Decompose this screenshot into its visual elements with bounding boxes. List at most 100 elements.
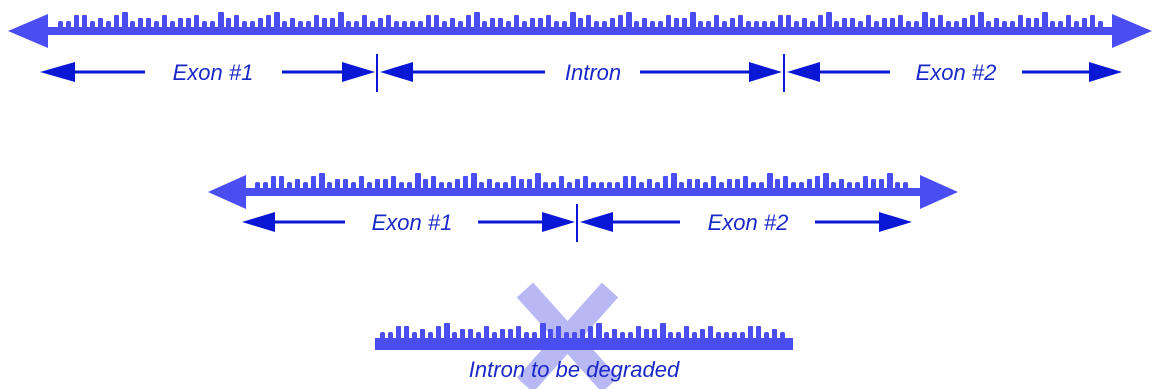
mature-mrna-left-arrowhead xyxy=(208,175,246,209)
base-tick xyxy=(431,176,436,189)
base-tick xyxy=(415,173,421,189)
base-tick xyxy=(786,15,791,28)
base-tick xyxy=(604,332,609,339)
base-tick xyxy=(887,173,893,189)
base-tick xyxy=(618,15,623,28)
exon1-left-arrowhead xyxy=(40,62,75,82)
pre-mrna-region-arrows xyxy=(40,54,1122,92)
base-tick xyxy=(567,182,572,189)
base-tick xyxy=(930,18,935,28)
base-tick xyxy=(882,18,887,28)
base-tick xyxy=(354,21,359,28)
base-tick xyxy=(802,18,807,28)
base-tick xyxy=(527,179,532,189)
base-tick xyxy=(642,18,647,28)
base-tick xyxy=(524,332,529,339)
base-tick xyxy=(1018,15,1023,28)
base-tick xyxy=(1090,15,1095,28)
base-tick xyxy=(970,15,975,28)
base-tick xyxy=(476,332,481,339)
pre-mrna-intron-label: Intron xyxy=(565,60,621,85)
base-tick xyxy=(452,332,457,339)
base-tick xyxy=(794,21,799,28)
base-tick xyxy=(463,176,468,189)
exon2-right-arrowhead xyxy=(1089,62,1122,82)
m-exon2-right-arrowhead xyxy=(879,212,912,232)
base-tick xyxy=(58,21,63,28)
base-tick xyxy=(519,179,524,189)
base-tick xyxy=(522,21,527,28)
base-tick xyxy=(575,179,580,189)
base-tick xyxy=(746,21,751,28)
base-tick xyxy=(612,329,617,339)
base-tick xyxy=(484,326,489,339)
base-tick xyxy=(572,332,577,339)
base-tick xyxy=(426,15,431,28)
base-tick xyxy=(620,332,625,339)
base-tick xyxy=(500,329,505,339)
base-tick xyxy=(628,332,633,339)
base-tick xyxy=(532,332,537,339)
pre-mrna-left-arrowhead xyxy=(8,14,48,48)
base-tick xyxy=(716,332,721,339)
base-tick xyxy=(319,173,325,189)
base-tick xyxy=(676,332,681,339)
exon1-right-arrowhead xyxy=(342,62,375,82)
base-tick xyxy=(666,15,671,28)
base-tick xyxy=(639,182,644,189)
base-tick xyxy=(548,329,553,339)
base-tick xyxy=(351,182,356,189)
pre-mrna-exon2-label: Exon #2 xyxy=(916,60,997,85)
base-tick xyxy=(732,332,737,339)
base-tick xyxy=(818,15,823,28)
base-tick xyxy=(850,18,855,28)
pre-mrna-strand xyxy=(8,12,1152,48)
base-tick xyxy=(842,18,847,28)
base-tick xyxy=(1050,21,1055,28)
base-tick xyxy=(434,15,439,28)
base-tick xyxy=(938,15,943,28)
base-tick xyxy=(652,329,657,339)
base-tick xyxy=(607,182,612,189)
pre-mrna-bases xyxy=(58,12,1103,28)
intron-caption: Intron to be degraded xyxy=(469,357,680,382)
base-tick xyxy=(559,176,564,189)
base-tick xyxy=(650,21,655,28)
base-tick xyxy=(210,21,215,28)
base-tick xyxy=(644,329,649,339)
base-tick xyxy=(564,332,569,339)
base-tick xyxy=(743,176,748,189)
intron-backbone xyxy=(375,338,793,350)
base-tick xyxy=(655,182,660,189)
base-tick xyxy=(551,182,556,189)
base-tick xyxy=(492,332,497,339)
base-tick xyxy=(962,18,967,28)
base-tick xyxy=(738,15,743,28)
base-tick xyxy=(322,18,327,28)
base-tick xyxy=(530,18,535,28)
base-tick xyxy=(756,326,761,339)
base-tick xyxy=(343,179,348,189)
base-tick xyxy=(266,15,271,28)
base-tick xyxy=(298,21,303,28)
base-tick xyxy=(770,21,775,28)
base-tick xyxy=(418,21,423,28)
base-tick xyxy=(410,21,415,28)
base-tick xyxy=(556,326,561,339)
base-tick xyxy=(684,326,689,339)
base-tick xyxy=(596,323,602,339)
base-tick xyxy=(479,182,484,189)
base-tick xyxy=(863,176,868,189)
base-tick xyxy=(274,12,280,28)
intron-right-arrowhead xyxy=(749,62,782,82)
base-tick xyxy=(570,12,576,28)
base-tick xyxy=(386,15,391,28)
base-tick xyxy=(706,21,711,28)
base-tick xyxy=(762,21,767,28)
base-tick xyxy=(362,15,367,28)
base-tick xyxy=(474,12,480,28)
excised-intron xyxy=(375,282,793,389)
m-exon2-left-arrowhead xyxy=(580,212,613,232)
base-tick xyxy=(226,18,231,28)
